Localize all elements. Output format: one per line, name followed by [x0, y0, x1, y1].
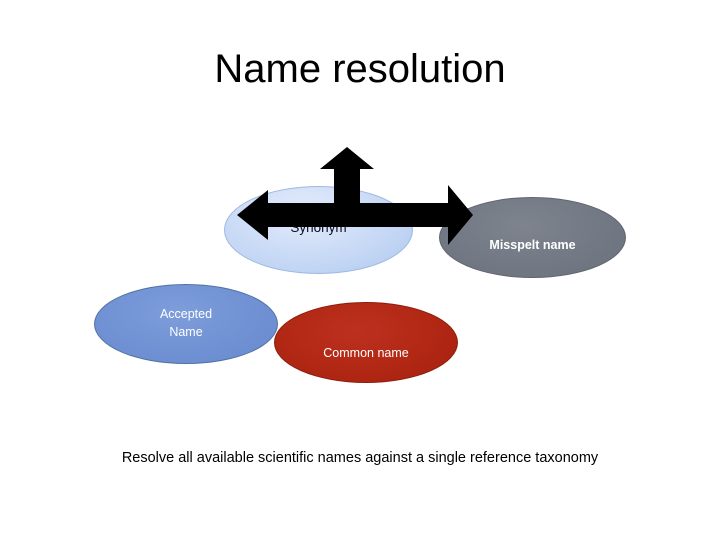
node-misspelt-name[interactable]: Misspelt name — [439, 197, 626, 278]
three-way-arrow-icon[interactable] — [230, 145, 480, 245]
node-common-name[interactable]: Common name — [274, 302, 458, 383]
node-accepted-name-label: Accepted Name — [159, 306, 213, 339]
node-common-name-label: Common name — [323, 345, 409, 360]
slide-caption: Resolve all available scientific names a… — [121, 450, 599, 466]
page-title: Name resolution — [214, 47, 506, 91]
node-accepted-name[interactable]: Accepted Name — [94, 284, 278, 364]
node-misspelt-name-label: Misspelt name — [489, 237, 576, 252]
